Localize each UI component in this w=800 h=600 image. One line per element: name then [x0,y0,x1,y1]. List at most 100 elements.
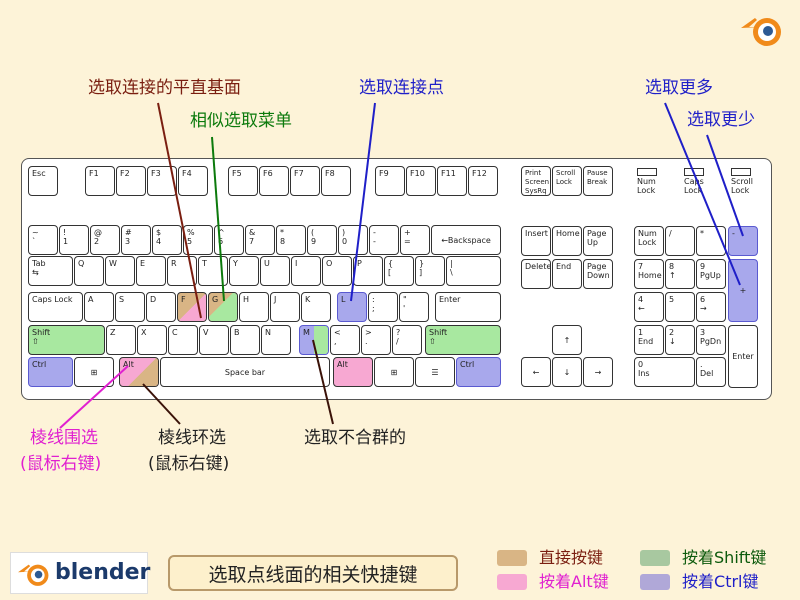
key-label: ⊞ [90,367,98,377]
key-r: R [167,256,197,286]
key-i: I [291,256,321,286]
key-label: ( 9 [311,228,317,246]
key-caps: Caps Lock [28,292,83,322]
key-f5: F5 [228,166,258,196]
label-select-more: 选取更多 [645,78,713,98]
key-label: Pause Break [587,169,608,186]
key-f10: F10 [406,166,436,196]
key-label: L [341,295,346,304]
key-m: M [299,325,329,355]
legend-alt-key: Alt [571,572,593,591]
key-label: < , [334,328,341,346]
key-ndiv: / [665,226,695,256]
key-y: Y [229,256,259,286]
key-l: L [337,292,367,322]
label-select-linked: 选取连接点 [359,78,444,98]
label-edge-ring-mouse: (鼠标右键) [20,454,102,474]
key-label: ? / [396,328,401,346]
key-label: F5 [232,169,242,178]
key-label: I [295,259,298,268]
key-enter: Enter [435,292,501,322]
key-label: T [202,259,207,268]
key-label: Shift ⇧ [32,328,51,346]
key-o: O [322,256,352,286]
key-label: Esc [32,169,46,178]
key-tilde: ~ ` [28,225,58,255]
indicator-led-caps [684,168,704,176]
legend-ctrl-pre: 按着 [682,572,715,591]
key-label: 9 PgUp [700,262,721,280]
key-h: H [239,292,269,322]
indicator-label-num: Num Lock [637,177,656,195]
key-label: Alt [337,360,348,369]
key-label: F3 [151,169,161,178]
footer-title: 选取点线面的相关快捷键 [168,555,458,591]
label-select-less: 选取更少 [687,110,755,130]
key-semi: : ; [368,292,398,322]
indicator-label-scroll: Scroll Lock [731,177,753,195]
key-label: Shift ⇧ [429,328,448,346]
key-label: Delete [525,262,551,271]
key-comma: < , [330,325,360,355]
key-label: 7 Home [638,262,662,280]
key-k: K [301,292,331,322]
key-label: - - [373,228,376,246]
key-label: Tab ⇆ [32,259,46,277]
key-d: D [146,292,176,322]
key-n2: @ 2 [90,225,120,255]
legend-ctrl-post: 键 [742,572,759,591]
key-rshift: Shift ⇧ [425,325,501,355]
key-del: Delete [521,259,551,289]
key-u: U [260,256,290,286]
key-label: 2 ↓ [669,328,676,346]
key-q: Q [74,256,104,286]
key-label: ↑ [563,335,571,345]
key-label: G [212,295,219,304]
key-label: Ctrl [32,360,47,369]
key-label: 0 Ins [638,360,650,378]
key-lshift: Shift ⇧ [28,325,105,355]
key-pipe: | \ [446,256,501,286]
key-label: Home [556,229,580,238]
blender-logo-icon [18,564,49,586]
key-label: | \ [450,259,453,277]
key-label: O [326,259,333,268]
key-left: ← [521,357,551,387]
key-rctrl: Ctrl [456,357,501,387]
key-label: & 7 [249,228,256,246]
key-e: E [136,256,166,286]
key-label: C [172,328,178,337]
key-ndel: . Del [696,357,726,387]
key-a: A [84,292,114,322]
key-label: > . [365,328,372,346]
key-label: Alt [123,360,134,369]
key-label: # 3 [125,228,132,246]
key-nminus: - [728,226,758,256]
indicator-led-num [637,168,657,176]
key-label: { [ [388,259,394,277]
key-n4k: 4 ← [634,292,664,322]
legend-alt: 按着Alt键 [539,573,609,591]
key-plus: + = [400,225,430,255]
key-label: N [265,328,271,337]
key-tab: Tab ⇆ [28,256,73,286]
key-label: A [88,295,94,304]
key-label: Z [110,328,116,337]
key-label: Space bar [224,367,266,377]
key-label: * [700,229,704,238]
legend-shift-post: 键 [750,548,767,567]
key-label: @ 2 [94,228,102,246]
key-label: F4 [182,169,192,178]
key-n5k: 5 [665,292,695,322]
key-right: → [583,357,613,387]
key-label: Num Lock [638,229,657,247]
key-n8: * 8 [276,225,306,255]
legend-ctrl: 按着Ctrl键 [682,573,759,591]
key-f: F [177,292,207,322]
key-label: ↓ [563,367,571,377]
key-label: F11 [441,169,456,178]
key-label: F1 [89,169,99,178]
key-label: ⊞ [390,367,398,377]
key-bksp: ←Backspace [431,225,501,255]
